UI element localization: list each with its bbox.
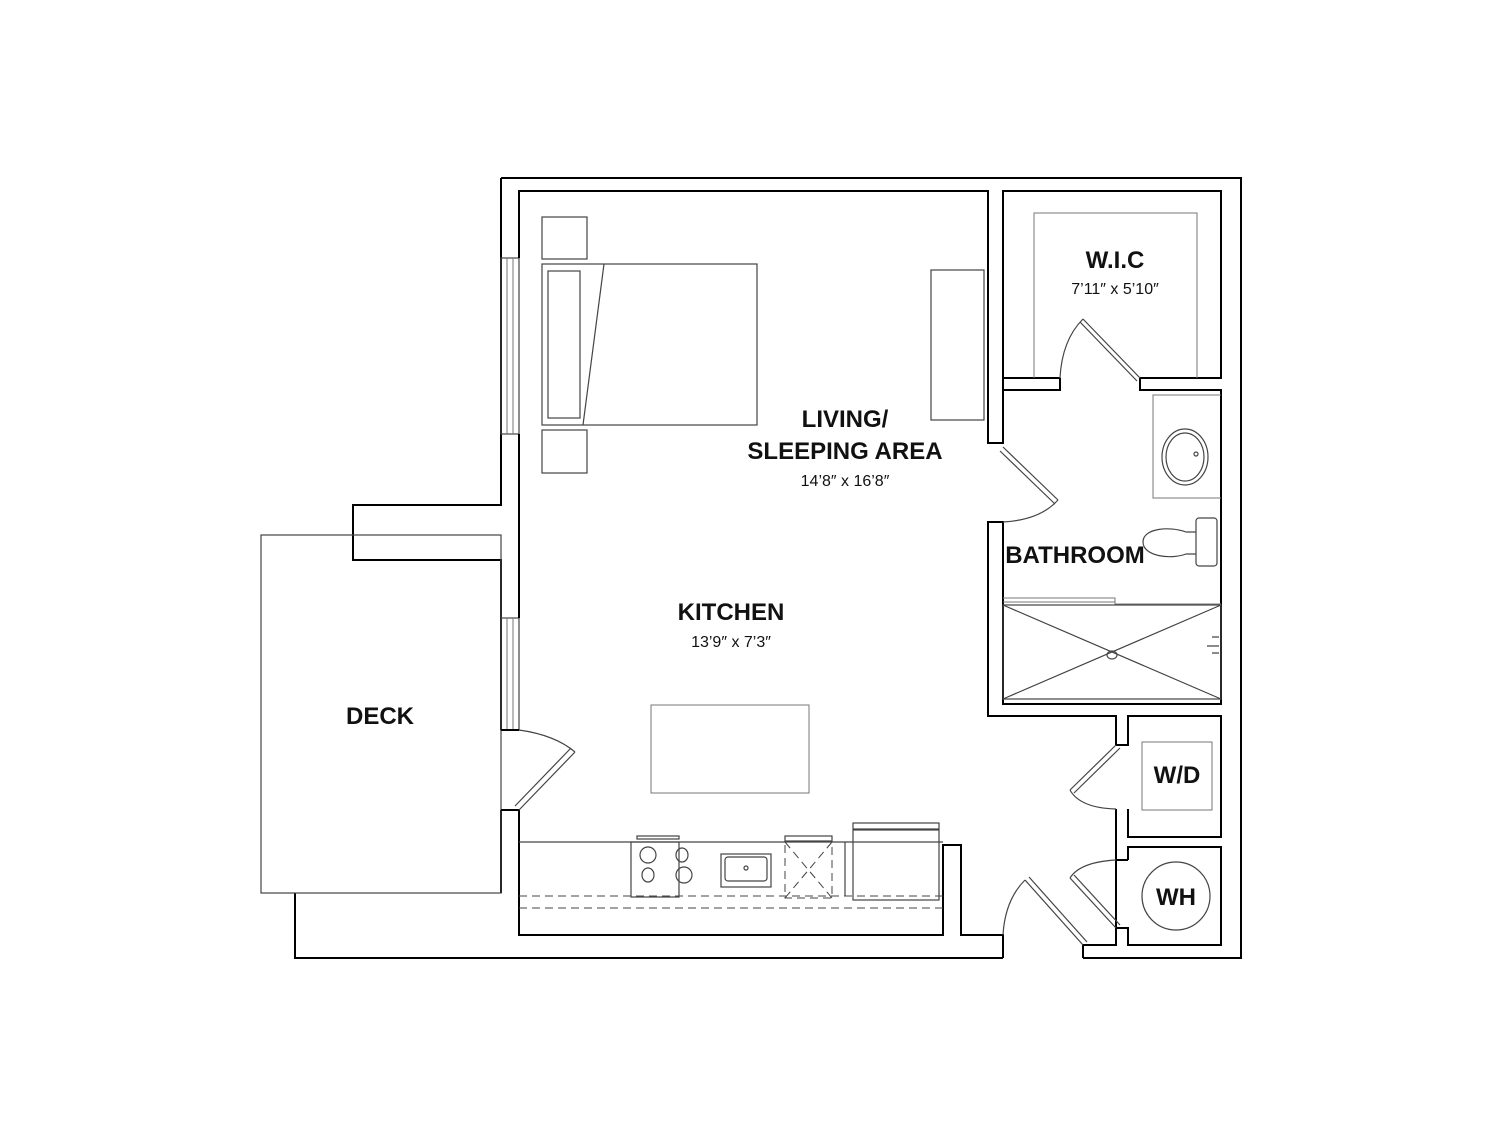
range bbox=[630, 835, 693, 898]
wd-closet-door[interactable] bbox=[1069, 744, 1121, 810]
wh-label: WH bbox=[1156, 884, 1196, 911]
toilet bbox=[1142, 517, 1218, 567]
entry-door[interactable] bbox=[1002, 876, 1088, 946]
wic-shelving bbox=[1033, 212, 1198, 378]
kitchen-counter bbox=[519, 841, 943, 909]
dresser bbox=[930, 269, 985, 421]
deck-door[interactable] bbox=[514, 729, 576, 811]
deck-label: DECK bbox=[346, 703, 415, 730]
window-upper bbox=[500, 257, 520, 435]
dishwasher bbox=[784, 835, 833, 899]
kitchen-label: KITCHEN bbox=[678, 599, 785, 626]
living-label-line2: SLEEPING AREA bbox=[747, 438, 942, 465]
wic-door[interactable] bbox=[1059, 318, 1141, 382]
window-lower bbox=[500, 617, 520, 731]
kitchen-island bbox=[650, 704, 810, 794]
bathroom-label: BATHROOM bbox=[1005, 542, 1145, 569]
shower bbox=[1002, 597, 1222, 700]
wd-label: W/D bbox=[1154, 762, 1201, 789]
wic-dimensions: 7’11″ x 5’10″ bbox=[1071, 281, 1159, 298]
kitchen-dimensions: 13’9″ x 7’3″ bbox=[691, 634, 771, 651]
bed bbox=[541, 216, 758, 474]
wic-label: W.I.C bbox=[1086, 247, 1145, 274]
water-heater bbox=[1141, 861, 1211, 931]
living-dimensions: 14’8″ x 16’8″ bbox=[801, 473, 890, 490]
interior-walls bbox=[501, 190, 1222, 958]
kitchen-sink bbox=[720, 853, 772, 888]
nightstand-top bbox=[541, 216, 588, 260]
bathroom-sink bbox=[1152, 394, 1221, 499]
refrigerator bbox=[844, 822, 940, 901]
wh-closet-door[interactable] bbox=[1069, 859, 1121, 929]
living-label-line1: LIVING/ bbox=[802, 406, 889, 433]
nightstand-bottom bbox=[541, 429, 588, 474]
bathroom-door[interactable] bbox=[999, 446, 1059, 523]
washer-dryer bbox=[1141, 741, 1213, 811]
